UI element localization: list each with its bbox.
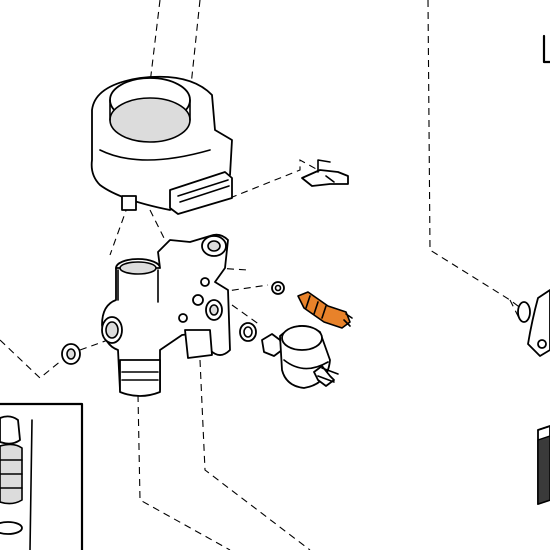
seal-ring-icon [61, 343, 81, 365]
leader-lines [0, 0, 531, 551]
page-marker-icon [542, 34, 550, 64]
right-bracket-icon [517, 289, 550, 357]
inset-cartridge-icon [0, 402, 84, 552]
o-ring-icon [239, 322, 257, 342]
valve-body-icon [101, 233, 231, 397]
temperature-sensor-icon [297, 291, 353, 329]
right-container-icon [537, 425, 550, 505]
fan-housing-icon [90, 75, 233, 215]
pressure-switch-icon [261, 325, 339, 389]
small-washer-icon [271, 281, 285, 295]
clip-icon [301, 159, 349, 187]
